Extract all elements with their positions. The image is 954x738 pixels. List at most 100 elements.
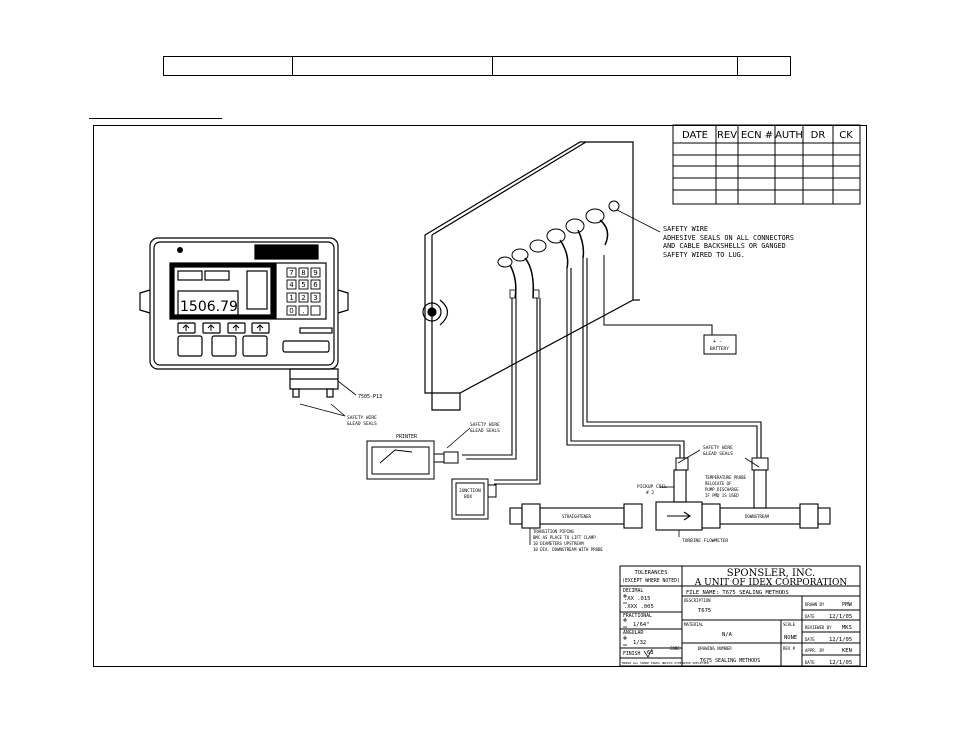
straightener-label: STRAIGHTENER [562, 514, 591, 519]
drawing-number-value: T675 SEALING METHODS [700, 658, 760, 664]
safety-wire-coil-1: SAFETY WIRE [703, 445, 733, 451]
pickup-coil-2: # 2 [646, 490, 654, 496]
header-strip-divider [737, 57, 738, 75]
rev-number-label: REV # [783, 646, 796, 651]
enclosure-connectors [497, 200, 620, 268]
key-dot: . [302, 307, 304, 315]
key-1: 1 [289, 294, 293, 302]
battery-box [703, 334, 737, 355]
rev-header-ecn: ECN # [741, 130, 773, 141]
company-parent: A UNIT OF IDEX CORPORATION [694, 578, 848, 588]
reviewed-by-value: MKS [842, 625, 852, 631]
tolerance-plus-minus-icons [623, 594, 653, 658]
code-label: CODE [670, 646, 680, 651]
key-7: 7 [289, 269, 293, 277]
description-value: T675 [698, 608, 711, 614]
finish-check-icon [643, 648, 653, 658]
transition-piping-2: BMC AS PLACE TO LIFT CLAMP [533, 535, 596, 540]
angular-value: 1/32 [633, 640, 646, 646]
tolerances-title: TOLERANCES [634, 570, 667, 576]
register-keypad [286, 267, 321, 316]
junction-box [451, 478, 497, 520]
turbine-flowmeter-label: TURBINE FLOWMETER [682, 538, 728, 544]
company-name: SPONSLER, INC. [727, 568, 815, 579]
downstream-label: DOWNSTREAM [745, 514, 770, 519]
register-enclosure [139, 237, 349, 398]
finish-label: FINISH [623, 651, 640, 657]
safety-wire-main-1: SAFETY WIRE [663, 225, 708, 233]
register-reading: 1506.79 [180, 299, 238, 315]
drawing-number-label: DRAWING NUMBER [698, 646, 732, 651]
header-strip-divider [292, 57, 293, 75]
rev-header-rev: REV [717, 130, 737, 141]
safety-wire-main-2: ADHESIVE SEALS ON ALL CONNECTORS [663, 234, 794, 242]
material-label: MATERIAL [684, 622, 704, 627]
safety-wire-register-2: &LEAD SEALS [347, 421, 377, 427]
key-2: 2 [301, 294, 305, 302]
tolerances-sub: (EXCEPT WHERE NOTED) [622, 578, 680, 584]
safety-wire-printer-1: SAFETY WIRE [470, 422, 500, 428]
safety-wire-main-3: AND CABLE BACKSHELLS OR GANGED [663, 242, 786, 250]
rev-header-dr: DR [811, 130, 826, 141]
flow-line [509, 469, 831, 531]
junction-box-label-1: JUNCTION [459, 488, 481, 494]
safety-wire-coil-2: &LEAD SEALS [703, 451, 733, 457]
register-logo-icon [177, 247, 183, 253]
safety-wire-main-4: SAFETY WIRED TO LUG. [663, 251, 745, 259]
decimal-value-1: .XX .015 [624, 596, 651, 602]
transition-piping-3: 10 DIAMETERS UPSTREAM [533, 541, 584, 546]
drawing-border [93, 125, 867, 667]
temp-probe-4: IF PMD IS USED [705, 493, 739, 498]
rev-header-auth: AUTH [775, 130, 803, 141]
appr-by-label: APPR. BY [805, 648, 825, 653]
temp-probe-1: TEMPERATURE PROBE [705, 475, 747, 480]
decimal-value-2: .XXX .005 [624, 604, 654, 610]
transition-piping-4: 10 DIA. DOWNSTREAM WITH PROBE [533, 547, 603, 552]
key-8: 8 [301, 269, 305, 277]
printer [366, 440, 459, 480]
appr-by-value: KEN [842, 648, 852, 654]
file-name: FILE NAME: T675 SEALING METHODS [686, 590, 789, 596]
header-strip-table [163, 56, 791, 76]
safety-wire-printer-2: &LEAD SEALS [470, 428, 500, 434]
appr-date-value: 12/1/05 [829, 660, 852, 666]
angular-label: ANGULAR [623, 630, 643, 636]
revision-table [672, 124, 861, 205]
header-strip-divider [492, 57, 493, 75]
key-3: 3 [313, 294, 317, 302]
reviewed-date-label: DATE [805, 637, 815, 642]
scale-label: SCALE [783, 622, 796, 627]
drawn-date-value: 12/1/05 [829, 614, 852, 620]
printer-label: PRINTER [396, 434, 418, 440]
main-enclosure [422, 141, 640, 411]
rev-header-ck: CK [839, 130, 853, 141]
key-9: 9 [313, 269, 317, 277]
key-5: 5 [301, 281, 305, 289]
title-block [619, 565, 861, 667]
key-6: 6 [313, 281, 318, 289]
fractional-value: 1/64" [633, 622, 650, 628]
reviewed-date-value: 12/1/05 [829, 637, 852, 643]
break-edges-note: BREAK ALL SHARP EDGES UNLESS OTHERWISE S… [622, 661, 709, 665]
appr-date-label: DATE [805, 660, 815, 665]
material-value: N/A [722, 632, 733, 638]
scale-value: NONE [784, 635, 797, 641]
rev-header-date: DATE [682, 130, 708, 141]
drawn-by-label: DRAWN BY [805, 602, 825, 607]
transition-piping-1: TRANSITION PIPING [533, 529, 575, 534]
battery-cable [603, 255, 713, 335]
cables [462, 258, 762, 485]
header-underline [89, 118, 222, 119]
temp-probe-3: PUMP DISCHARGE [705, 487, 739, 492]
drawn-date-label: DATE [805, 614, 815, 619]
decimal-label: DECIMAL [623, 588, 643, 594]
key-0: 0 [289, 307, 293, 315]
fractional-label: FRACTIONAL [623, 613, 652, 619]
temp-probe-2: RELOCATE OF [705, 481, 732, 486]
battery-label: BATTERY [710, 346, 729, 352]
description-label: DESCRIPTION [684, 598, 711, 603]
junction-box-label-2: BOX [464, 494, 472, 500]
reviewed-by-label: REVIEWED BY [805, 625, 832, 630]
safety-wire-register-1: SAFETY WIRE [347, 415, 377, 421]
